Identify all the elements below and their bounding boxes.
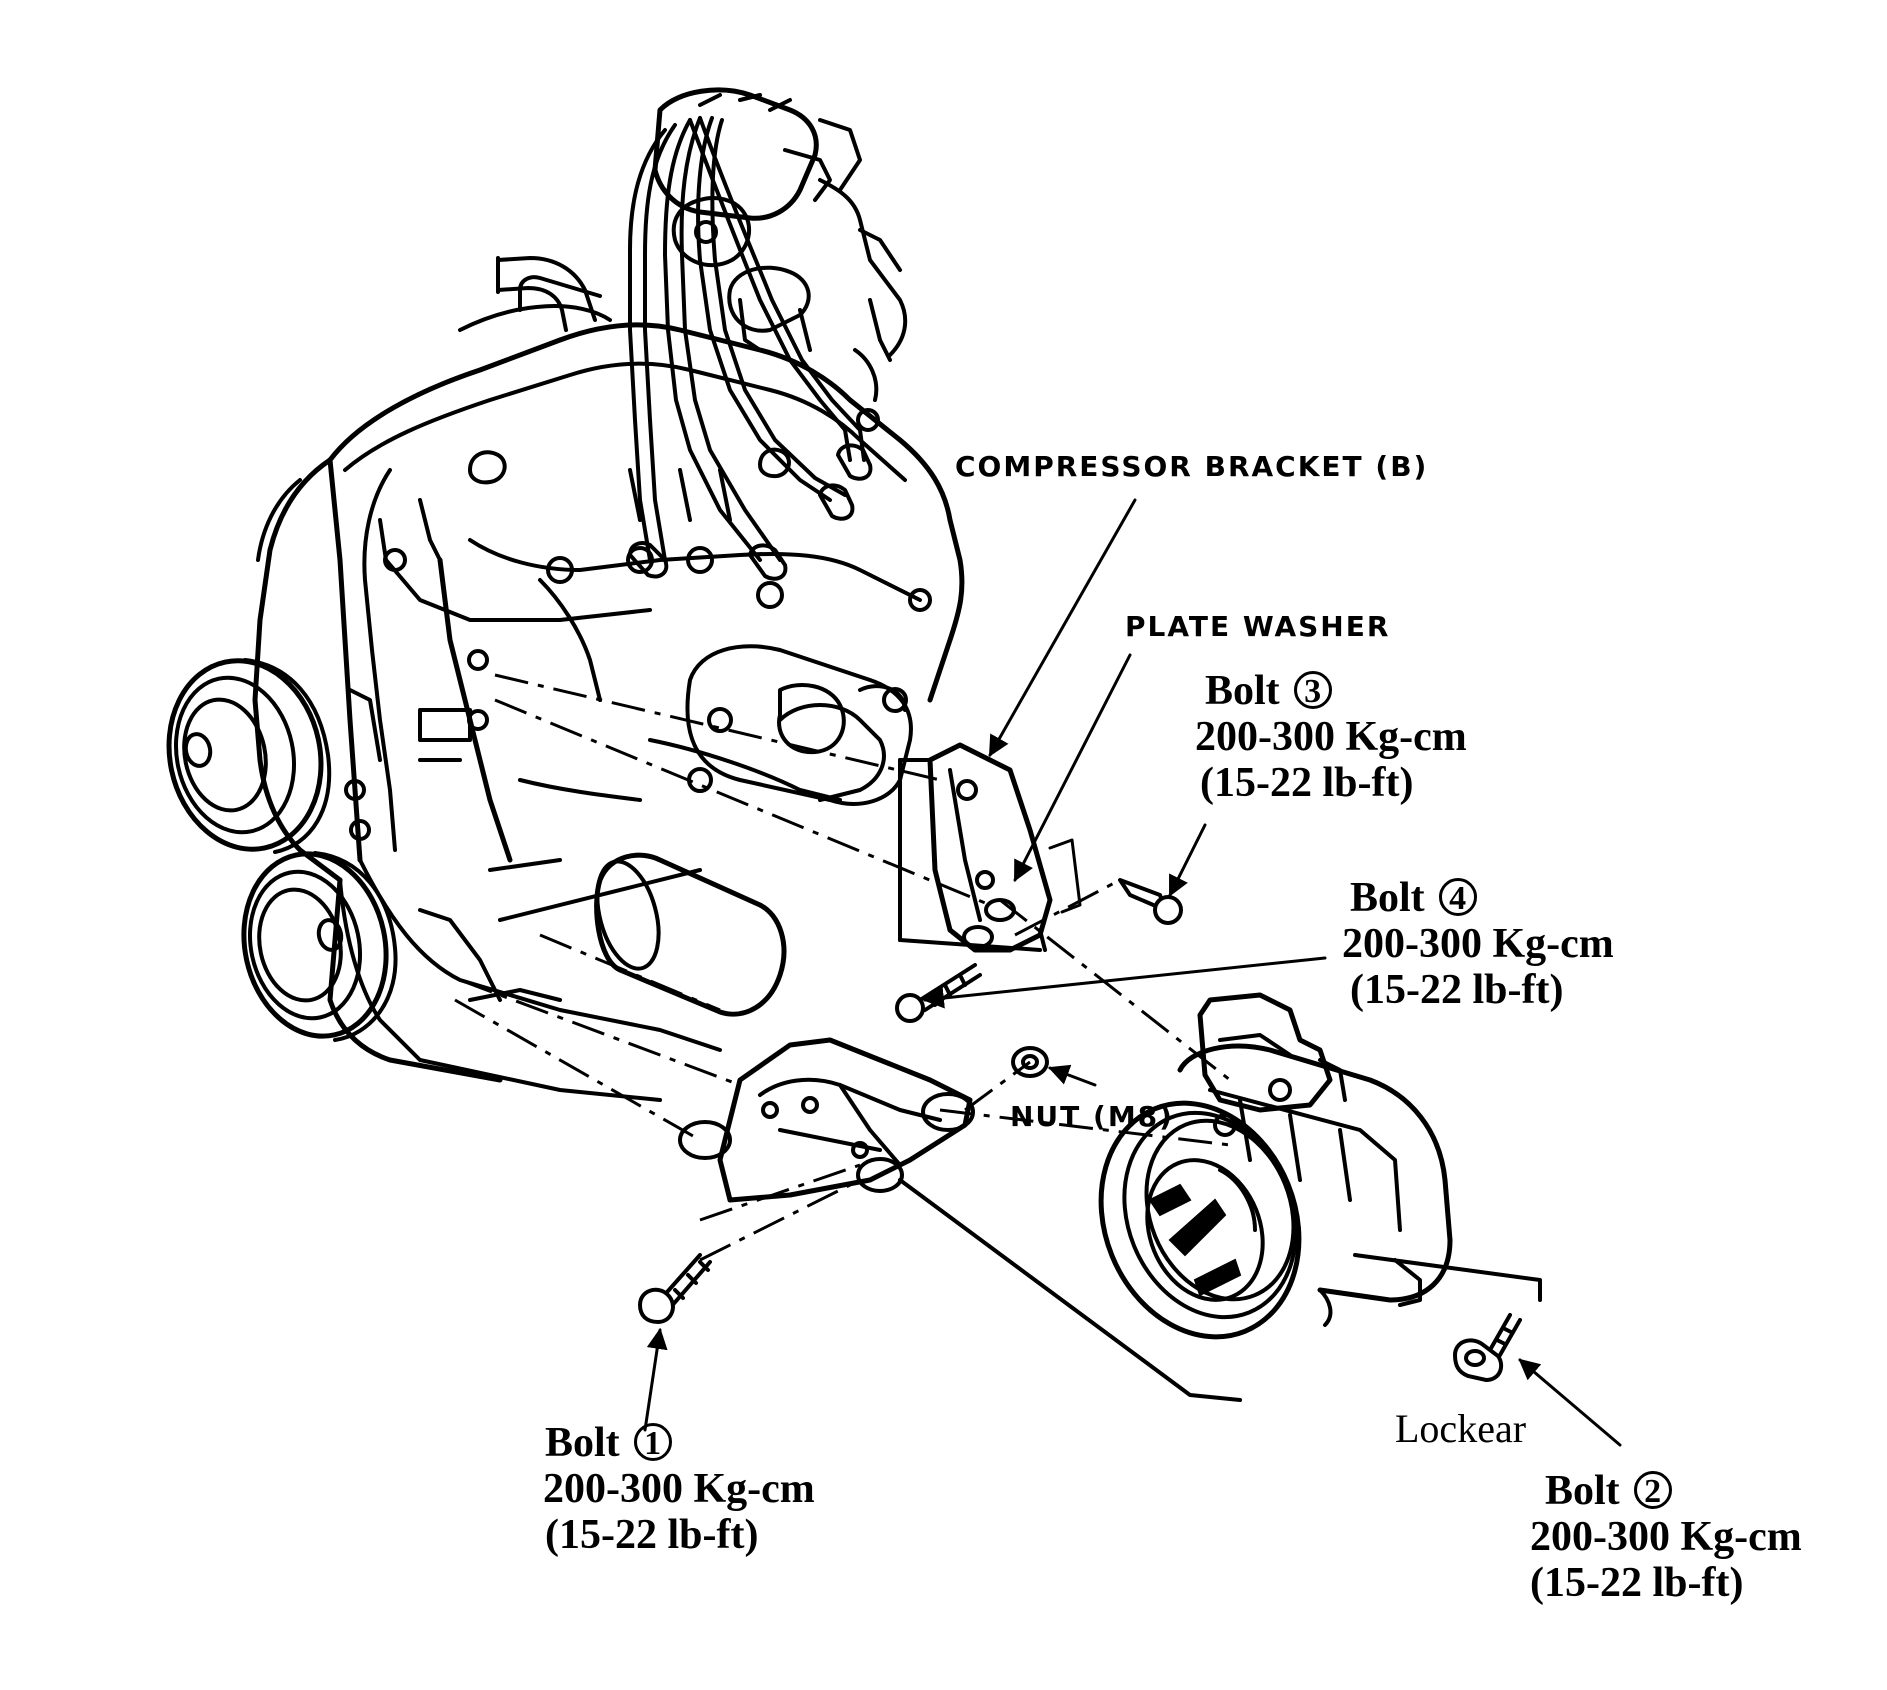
- bolt-1-torque-metric: 200-300 Kg-cm: [543, 1466, 815, 1512]
- bolt-3-torque-metric: 200-300 Kg-cm: [1195, 714, 1467, 760]
- bolt-2-number: 2: [1633, 1471, 1672, 1510]
- compressor-bracket-lower: [678, 1037, 975, 1203]
- compressor-bracket-b: [927, 742, 1082, 953]
- engine-block: [252, 256, 965, 1102]
- oil-filter: [594, 852, 787, 1017]
- distributor-and-wires: [628, 87, 908, 581]
- leader-arrows: [643, 498, 1622, 1447]
- lockear-label: Lockear: [1395, 1406, 1527, 1451]
- assembly-centerlines: [454, 673, 1231, 1262]
- bolt-2-torque-imperial: (15-22 lb-ft): [1530, 1560, 1744, 1606]
- bolt-1-part: [637, 1253, 712, 1325]
- nut-label: NUT (M8): [1010, 1100, 1174, 1133]
- plate-washer-label: PLATE WASHER: [1125, 610, 1391, 643]
- compressor-bracket-label: COMPRESSOR BRACKET (B): [955, 450, 1429, 483]
- bolt-1-number: 1: [633, 1423, 672, 1462]
- bolt-4-torque-metric: 200-300 Kg-cm: [1342, 921, 1614, 967]
- bolt-3-number: 3: [1293, 671, 1332, 710]
- bolt-2-torque-metric: 200-300 Kg-cm: [1530, 1514, 1802, 1560]
- reference-lines: [898, 758, 1542, 1402]
- bolt-4-torque-imperial: (15-22 lb-ft): [1350, 967, 1564, 1013]
- bolt-1-torque-imperial: (15-22 lb-ft): [545, 1512, 759, 1558]
- bolt-4-number: 4: [1438, 878, 1477, 917]
- ac-compressor: [1098, 992, 1453, 1340]
- bolt-2-part: [1452, 1313, 1522, 1383]
- pulleys: [166, 658, 398, 1042]
- bolt-3-torque-imperial: (15-22 lb-ft): [1200, 760, 1414, 806]
